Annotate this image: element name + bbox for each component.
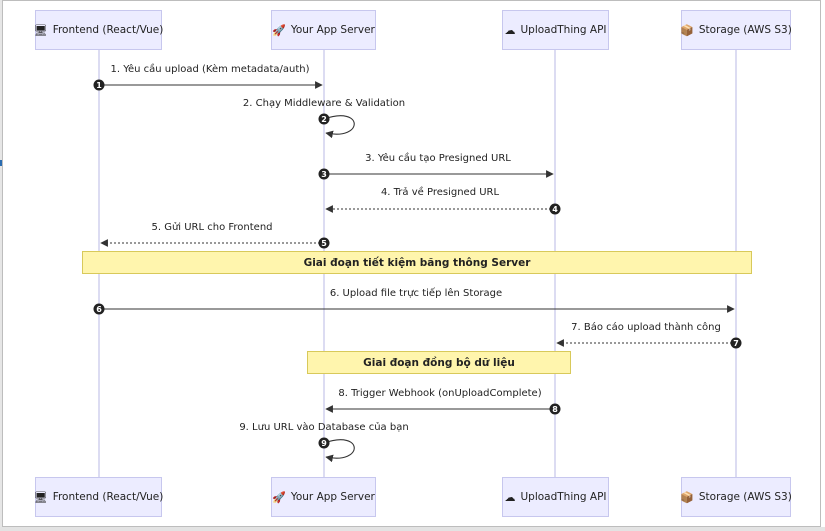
- sequence-number-badge: [318, 237, 330, 249]
- box-icon: 📦: [680, 23, 694, 37]
- sequence-number-badge: [318, 437, 330, 449]
- monitor-icon: 🖥: [33, 490, 48, 504]
- message-label-6: 6. Upload file trực tiếp lên Storage: [329, 288, 503, 299]
- rocket-icon: 🚀: [272, 23, 286, 37]
- message-label-4: 4. Trả về Presigned URL: [380, 187, 500, 198]
- rocket-icon: 🚀: [272, 490, 286, 504]
- actor-label: Frontend (React/Vue): [52, 24, 164, 36]
- actor-label: Storage (AWS S3): [698, 491, 792, 503]
- actor-label: Your App Server: [290, 491, 375, 503]
- sequence-number-badge: [549, 203, 561, 215]
- message-label-9: 9. Lưu URL vào Database của bạn: [239, 422, 409, 433]
- sequence-number: 7: [733, 339, 739, 348]
- actor-frontend-top: 🖥 Frontend (React/Vue): [33, 10, 164, 50]
- sequence-number-badge: [549, 403, 561, 415]
- sequence-number: 2: [321, 115, 327, 124]
- box-icon: 📦: [680, 490, 694, 504]
- message-label-1: 1. Yêu cầu upload (Kèm metadata/auth): [110, 64, 310, 75]
- sequence-number: 8: [552, 405, 558, 414]
- actor-frontend-bottom: 🖥 Frontend (React/Vue): [33, 477, 164, 517]
- actor-label: Frontend (React/Vue): [52, 491, 164, 503]
- message-label-7: 7. Báo cáo upload thành công: [571, 322, 721, 333]
- window-edge-left: [0, 0, 3, 531]
- sequence-number: 5: [321, 239, 327, 248]
- cloud-icon: ☁: [504, 23, 516, 37]
- sequence-number-badge: [93, 303, 105, 315]
- actor-app-server-bottom: 🚀 Your App Server: [271, 477, 376, 517]
- sequence-number: 6: [96, 305, 102, 314]
- note-bandwidth-phase: Giai đoạn tiết kiệm băng thông Server: [82, 251, 752, 274]
- window-edge-bottom: [0, 527, 825, 531]
- message-arrow-2: [323, 115, 355, 139]
- actor-storage-top: 📦 Storage (AWS S3): [680, 10, 792, 50]
- actor-label: UploadThing API: [520, 491, 607, 503]
- actor-app-server-top: 🚀 Your App Server: [271, 10, 376, 50]
- actor-storage-bottom: 📦 Storage (AWS S3): [680, 477, 792, 517]
- actor-label: UploadThing API: [520, 24, 607, 36]
- actor-label: Your App Server: [290, 24, 375, 36]
- message-label-2: 2. Chạy Middleware & Validation: [242, 98, 406, 109]
- sequence-number-badge: [93, 79, 105, 91]
- message-arrow-9: [323, 439, 355, 463]
- message-label-5: 5. Gửi URL cho Frontend: [151, 222, 273, 233]
- sequence-number: 1: [96, 81, 102, 90]
- sequence-number: 4: [552, 205, 558, 214]
- actor-label: Storage (AWS S3): [698, 24, 792, 36]
- message-label-8: 8. Trigger Webhook (onUploadComplete): [338, 388, 542, 399]
- note-sync-phase: Giai đoạn đồng bộ dữ liệu: [307, 351, 571, 374]
- sequence-number-badge: [730, 337, 742, 349]
- sequence-number-badge: [318, 168, 330, 180]
- monitor-icon: 🖥: [33, 23, 48, 37]
- sequence-number: 9: [321, 439, 327, 448]
- actor-uploadthing-top: ☁ UploadThing API: [502, 10, 609, 50]
- sequence-number: 3: [321, 170, 327, 179]
- actor-uploadthing-bottom: ☁ UploadThing API: [502, 477, 609, 517]
- edge-marker: [0, 160, 3, 166]
- message-label-3: 3. Yêu cầu tạo Presigned URL: [365, 153, 511, 164]
- sequence-number-badge: [318, 113, 330, 125]
- cloud-icon: ☁: [504, 490, 516, 504]
